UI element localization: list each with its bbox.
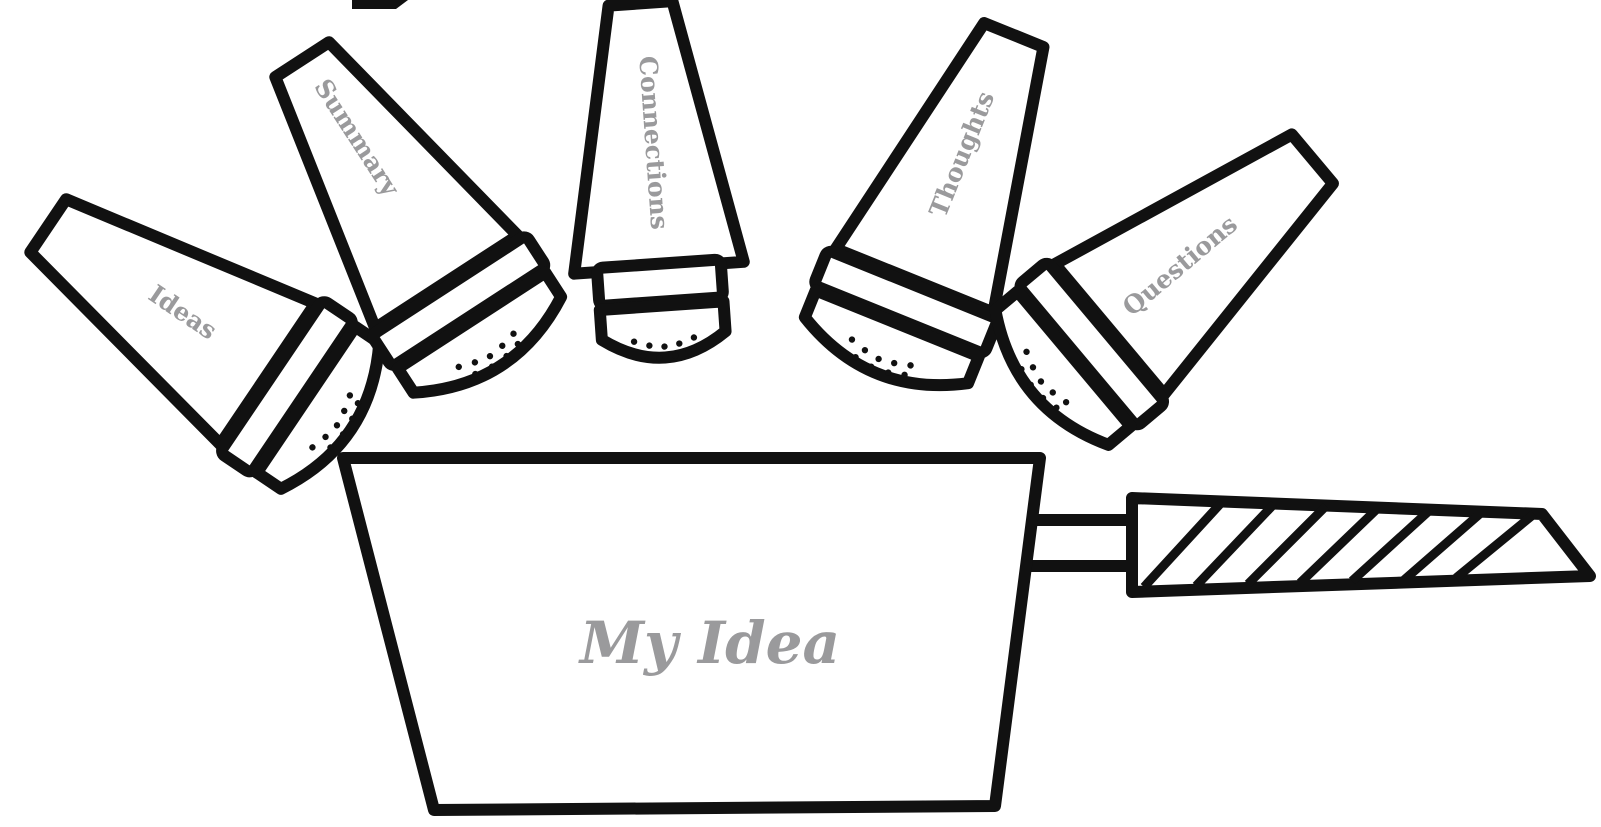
pot-label: My Idea bbox=[578, 609, 840, 677]
pot: My Idea bbox=[343, 458, 1590, 810]
top-fragment bbox=[352, 0, 408, 9]
shaker-questions: Questions bbox=[974, 88, 1372, 464]
shaker-connections: Connections bbox=[556, 0, 751, 367]
